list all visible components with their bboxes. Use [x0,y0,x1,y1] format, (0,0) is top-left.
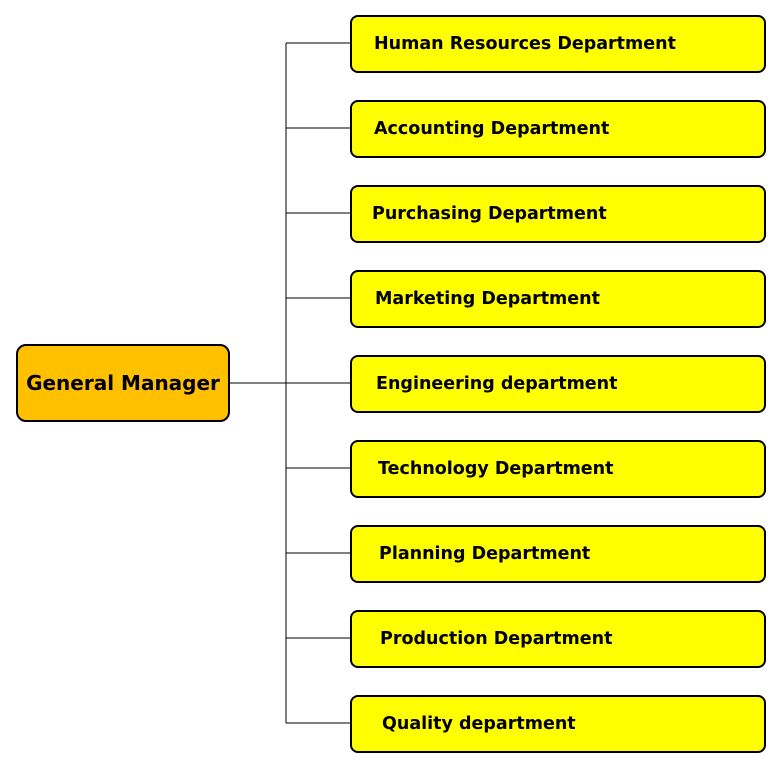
general-manager-node[interactable]: General Manager [16,344,230,422]
department-node-production[interactable]: Production Department [350,610,766,668]
department-label: Accounting Department [374,119,610,139]
department-node-quality[interactable]: Quality department [350,695,766,753]
department-label: Production Department [380,629,613,649]
department-node-engineering[interactable]: Engineering department [350,355,766,413]
department-node-accounting[interactable]: Accounting Department [350,100,766,158]
department-node-human-resources[interactable]: Human Resources Department [350,15,766,73]
department-label: Engineering department [376,374,618,394]
department-node-technology[interactable]: Technology Department [350,440,766,498]
department-label: Quality department [382,714,576,734]
general-manager-label: General Manager [26,371,220,395]
department-label: Technology Department [378,459,614,479]
department-label: Planning Department [379,544,591,564]
department-label: Purchasing Department [372,204,607,224]
department-label: Marketing Department [375,289,600,309]
department-node-purchasing[interactable]: Purchasing Department [350,185,766,243]
department-node-marketing[interactable]: Marketing Department [350,270,766,328]
department-node-planning[interactable]: Planning Department [350,525,766,583]
department-label: Human Resources Department [374,34,676,54]
